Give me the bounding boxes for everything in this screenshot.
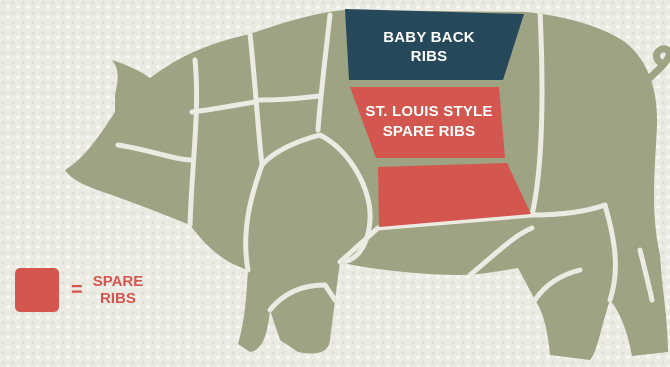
baby-back-label-line2: RIBS	[411, 48, 448, 65]
st-louis-label-line1: ST. LOUIS STYLE	[365, 103, 492, 120]
legend-swatch	[15, 268, 59, 312]
legend-label-line1: SPARE	[93, 273, 144, 290]
pig-tail	[648, 49, 669, 80]
st-louis-label-line2: SPARE RIBS	[383, 123, 476, 140]
legend-label-line2: RIBS	[93, 290, 144, 307]
baby-back-label-line1: BABY BACK	[383, 29, 475, 46]
legend-equals: =	[71, 279, 83, 302]
legend: = SPARE RIBS	[15, 267, 143, 313]
legend-label: SPARE RIBS	[93, 273, 144, 307]
